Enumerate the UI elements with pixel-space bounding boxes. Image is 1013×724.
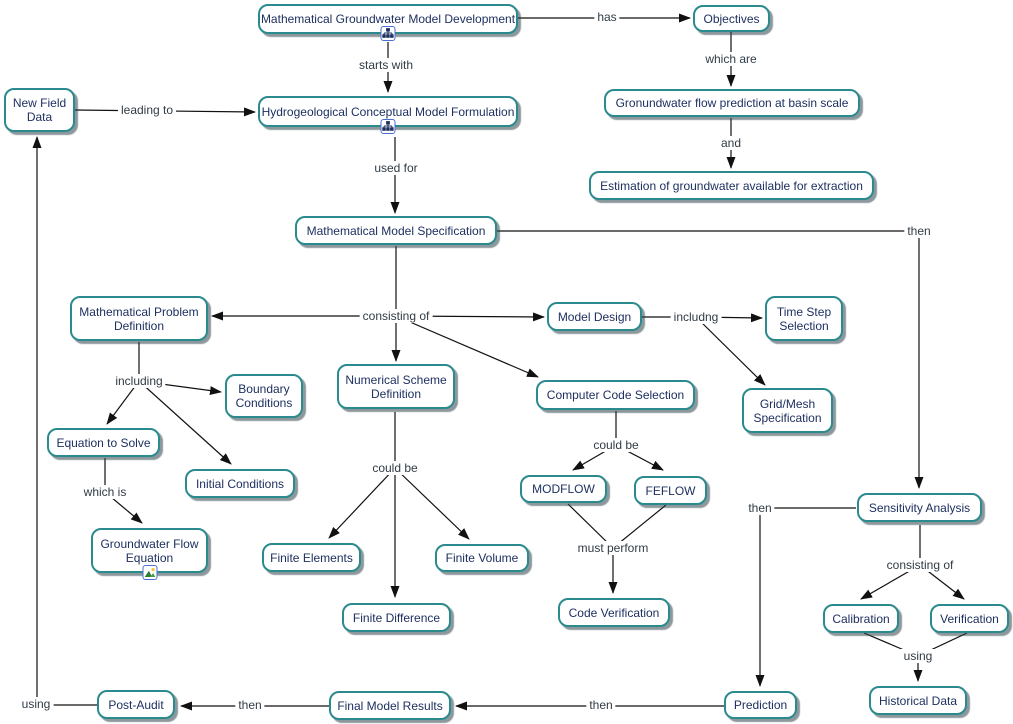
node-label-post-audit: Post-Audit xyxy=(108,697,164,712)
node-equation-to-solve[interactable]: Equation to Solve xyxy=(47,428,160,457)
edge-using-left-line xyxy=(32,136,97,706)
node-label-model-design: Model Design xyxy=(557,309,632,324)
edge-then-top-line xyxy=(497,230,924,489)
node-label-objectives: Objectives xyxy=(703,11,760,26)
node-math-gw-model-dev[interactable]: Mathematical Groundwater Model Developme… xyxy=(258,4,518,41)
concept-map-icon[interactable] xyxy=(380,26,396,41)
edge-mp-in-modflow xyxy=(567,503,614,549)
node-label-computer-code-selection: Computer Code Selection xyxy=(546,388,685,402)
node-initial-conditions[interactable]: Initial Conditions xyxy=(185,469,295,498)
node-label-numerical-scheme-def: Numerical Scheme Definition xyxy=(345,372,447,401)
link-label-then-top: then xyxy=(904,224,934,238)
link-label-then-sensitivity: then xyxy=(745,501,775,515)
node-label-equation-to-solve: Equation to Solve xyxy=(56,435,151,450)
link-label-used-for: used for xyxy=(371,161,421,175)
edge-cb1-to-fe xyxy=(328,467,396,539)
node-gw-flow-prediction[interactable]: Gronundwater flow prediction at basin sc… xyxy=(604,89,860,117)
node-label-calibration: Calibration xyxy=(832,611,890,626)
node-gw-flow-equation[interactable]: Groundwater Flow Equation xyxy=(91,528,208,580)
node-sensitivity-analysis[interactable]: Sensitivity Analysis xyxy=(857,493,982,522)
link-label-consisting-of-1: consisting of xyxy=(359,309,433,323)
node-final-model-results[interactable]: Final Model Results xyxy=(329,691,451,720)
image-resource-icon[interactable] xyxy=(142,565,157,580)
edge-cb1-to-fv xyxy=(394,467,470,540)
link-label-then-bottom-mid: then xyxy=(586,698,616,712)
link-label-and: and xyxy=(717,136,745,150)
node-label-verification: Verification xyxy=(940,611,999,626)
node-modflow[interactable]: MODFLOW xyxy=(520,475,607,503)
node-numerical-scheme-def[interactable]: Numerical Scheme Definition xyxy=(337,364,455,409)
node-math-problem-def[interactable]: Mathematical Problem Definition xyxy=(70,296,208,341)
node-label-math-problem-def: Mathematical Problem Definition xyxy=(79,304,199,333)
node-label-finite-elements: Finite Elements xyxy=(270,550,353,565)
node-label-historical-data: Historical Data xyxy=(878,693,958,708)
node-historical-data[interactable]: Historical Data xyxy=(869,686,967,715)
node-label-modflow: MODFLOW xyxy=(532,482,595,496)
link-label-using-right: using xyxy=(900,649,936,663)
node-label-estimation-extraction: Estimation of groundwater available for … xyxy=(600,178,863,193)
node-label-boundary-conditions: Boundary Conditions xyxy=(235,382,293,410)
node-label-math-gw-model-dev: Mathematical Groundwater Model Developme… xyxy=(260,12,516,26)
node-verification[interactable]: Verification xyxy=(930,604,1009,633)
edge-including-to-ic xyxy=(138,380,232,465)
node-label-gw-flow-equation: Groundwater Flow Equation xyxy=(100,536,199,565)
node-finite-volume[interactable]: Finite Volume xyxy=(435,544,529,572)
node-label-initial-conditions: Initial Conditions xyxy=(195,476,285,491)
node-finite-difference[interactable]: Finite Difference xyxy=(342,603,451,632)
node-label-finite-volume: Finite Volume xyxy=(445,551,519,565)
link-label-using-left: using xyxy=(18,697,54,711)
edge-co1-to-code xyxy=(395,315,539,378)
link-label-has: has xyxy=(594,10,620,24)
node-post-audit[interactable]: Post-Audit xyxy=(97,690,175,719)
node-label-finite-difference: Finite Difference xyxy=(352,610,441,625)
edge-mp-in-feflow xyxy=(612,504,667,549)
edge-incl-to-gridmesh xyxy=(695,316,766,386)
node-grid-mesh-spec[interactable]: Grid/Mesh Specification xyxy=(742,388,833,433)
link-label-leading-to: leading to xyxy=(117,103,177,117)
node-boundary-conditions[interactable]: Boundary Conditions xyxy=(225,374,303,418)
node-code-verification[interactable]: Code Verification xyxy=(558,598,670,627)
link-label-must-perform: must perform xyxy=(574,541,652,555)
node-label-grid-mesh-spec: Grid/Mesh Specification xyxy=(753,396,822,425)
node-objectives[interactable]: Objectives xyxy=(693,5,770,32)
link-label-could-be-2: could be xyxy=(590,438,642,452)
link-label-including: including xyxy=(112,374,166,388)
node-label-sensitivity-analysis: Sensitivity Analysis xyxy=(868,500,971,515)
node-hydro-conceptual-model[interactable]: Hydrogeological Conceptual Model Formula… xyxy=(258,96,518,134)
node-label-new-field-data: New Field Data xyxy=(12,96,67,124)
link-label-includng: includng xyxy=(670,310,722,324)
node-new-field-data[interactable]: New Field Data xyxy=(4,88,75,132)
node-label-math-model-spec: Mathematical Model Specification xyxy=(306,223,486,238)
node-prediction[interactable]: Prediction xyxy=(724,691,797,719)
node-label-time-step-selection: Time Step Selection xyxy=(776,304,832,333)
node-model-design[interactable]: Model Design xyxy=(547,302,642,331)
edge-including-to-eq xyxy=(106,380,140,425)
node-time-step-selection[interactable]: Time Step Selection xyxy=(765,296,843,341)
node-finite-elements[interactable]: Finite Elements xyxy=(262,543,361,572)
link-label-starts-with: starts with xyxy=(355,58,417,72)
link-label-then-bottom-left: then xyxy=(235,698,265,712)
node-label-gw-flow-prediction: Gronundwater flow prediction at basin sc… xyxy=(615,96,849,110)
node-feflow[interactable]: FEFLOW xyxy=(634,476,707,505)
link-label-consisting-of-2: consisting of xyxy=(883,558,957,572)
link-label-which-are: which are xyxy=(702,52,760,66)
link-label-which-is: which is xyxy=(80,485,130,499)
node-label-code-verification: Code Verification xyxy=(568,605,660,620)
node-calibration[interactable]: Calibration xyxy=(823,604,899,633)
node-computer-code-selection[interactable]: Computer Code Selection xyxy=(536,380,695,410)
edge-then-sens-line xyxy=(755,507,856,687)
node-label-hydro-conceptual-model: Hydrogeological Conceptual Model Formula… xyxy=(261,104,515,119)
node-label-feflow: FEFLOW xyxy=(645,483,696,498)
node-estimation-extraction[interactable]: Estimation of groundwater available for … xyxy=(589,171,874,200)
concept-map-icon[interactable] xyxy=(380,119,396,134)
link-label-could-be-1: could be xyxy=(369,461,421,475)
node-label-final-model-results: Final Model Results xyxy=(337,698,443,713)
node-math-model-spec[interactable]: Mathematical Model Specification xyxy=(295,216,497,245)
node-label-prediction: Prediction xyxy=(733,698,788,712)
